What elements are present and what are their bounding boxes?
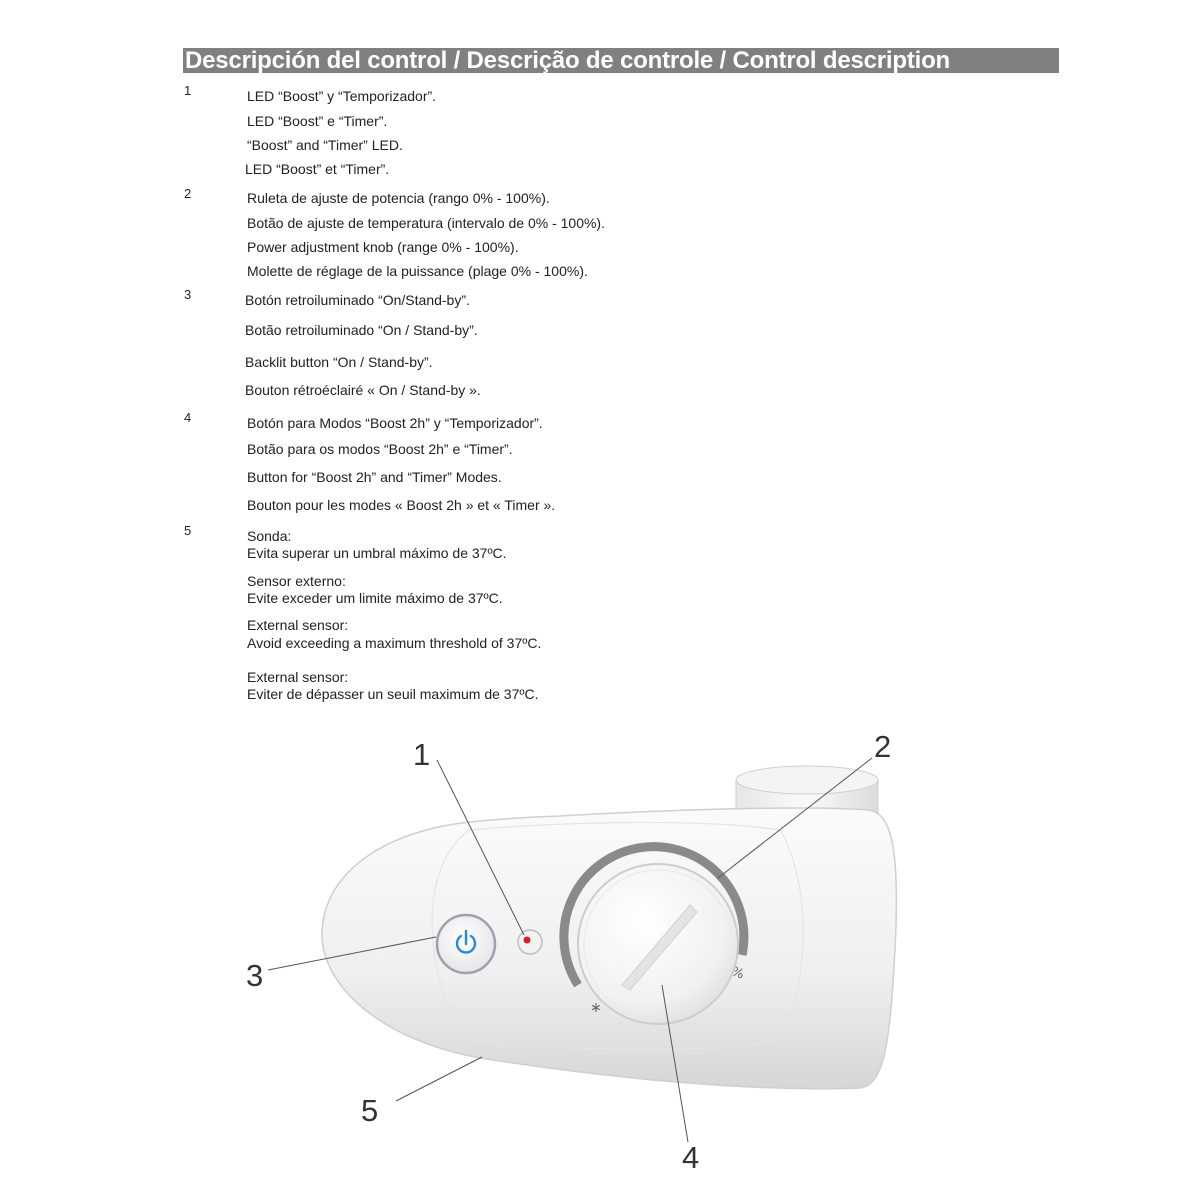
item-3-line-pt: Botão retroiluminado “On / Stand-by”. xyxy=(245,322,478,338)
item-5-line-fr: Eviter de dépasser un seuil maximum de 3… xyxy=(247,686,539,702)
boost-timer-led xyxy=(517,929,543,955)
item-2-line-es: Ruleta de ajuste de potencia (rango 0% -… xyxy=(247,190,550,206)
item-4-line-es: Botón para Modos “Boost 2h” y “Temporiza… xyxy=(247,415,543,431)
callout-5: 5 xyxy=(361,1093,378,1128)
knob-grip-ridge xyxy=(621,904,698,991)
item-4-line-pt: Botão para os modos “Boost 2h” e “Timer”… xyxy=(247,441,513,457)
item-1-line-es: LED “Boost” y “Temporizador”. xyxy=(247,88,437,104)
item-1-line-fr: LED “Boost” et “Timer”. xyxy=(245,161,390,177)
item-1-line-en: “Boost” and “Timer” LED. xyxy=(247,137,403,153)
callout-1: 1 xyxy=(413,737,430,772)
item-number-4: 4 xyxy=(184,410,192,425)
item-1-line-pt: LED “Boost” e “Timer”. xyxy=(247,113,388,129)
callout-2: 2 xyxy=(874,729,891,764)
item-4-line-fr: Bouton pour les modes « Boost 2h » et « … xyxy=(247,497,556,513)
item-number-3: 3 xyxy=(184,287,192,302)
item-5-line-pt: Evite exceder um limite máximo de 37ºC. xyxy=(247,590,503,606)
item-5-line-en-label: External sensor: xyxy=(247,617,349,633)
item-5-line-es: Evita superar un umbral máximo de 37ºC. xyxy=(247,545,507,561)
item-5-line-pt-label: Sensor externo: xyxy=(247,573,346,589)
on-standby-button[interactable] xyxy=(435,913,497,975)
item-4-line-en: Button for “Boost 2h” and “Timer” Modes. xyxy=(247,469,502,485)
dial-scale-arc xyxy=(559,842,749,988)
power-adjustment-knob[interactable] xyxy=(577,863,739,1025)
item-number-1: 1 xyxy=(184,83,192,98)
power-icon xyxy=(455,929,477,954)
page-title: Descripción del control / Descrição de c… xyxy=(183,48,1059,73)
item-5-line-en: Avoid exceeding a maximum threshold of 3… xyxy=(247,635,542,651)
item-5-line-fr-label: External sensor: xyxy=(247,669,349,685)
item-2-line-en: Power adjustment knob (range 0% - 100%). xyxy=(247,239,519,255)
item-number-5: 5 xyxy=(184,523,192,538)
body-panel-contour xyxy=(431,821,804,1051)
callout-leader-lines xyxy=(267,757,873,1143)
item-2-line-fr: Molette de réglage de la puissance (plag… xyxy=(247,263,588,279)
item-5-line-es-label: Sonda: xyxy=(247,528,292,544)
item-3-line-fr: Bouton rétroéclairé « On / Stand-by ». xyxy=(245,382,481,398)
callout-4: 4 xyxy=(682,1140,699,1175)
item-3-line-en: Backlit button “On / Stand-by”. xyxy=(245,354,433,370)
item-3-line-es: Botón retroiluminado “On/Stand-by”. xyxy=(245,292,470,308)
item-number-2: 2 xyxy=(184,186,192,201)
callout-3: 3 xyxy=(246,958,263,993)
item-2-line-pt: Botão de ajuste de temperatura (interval… xyxy=(247,215,605,231)
dial-mark-min: ∗ xyxy=(590,1000,602,1016)
